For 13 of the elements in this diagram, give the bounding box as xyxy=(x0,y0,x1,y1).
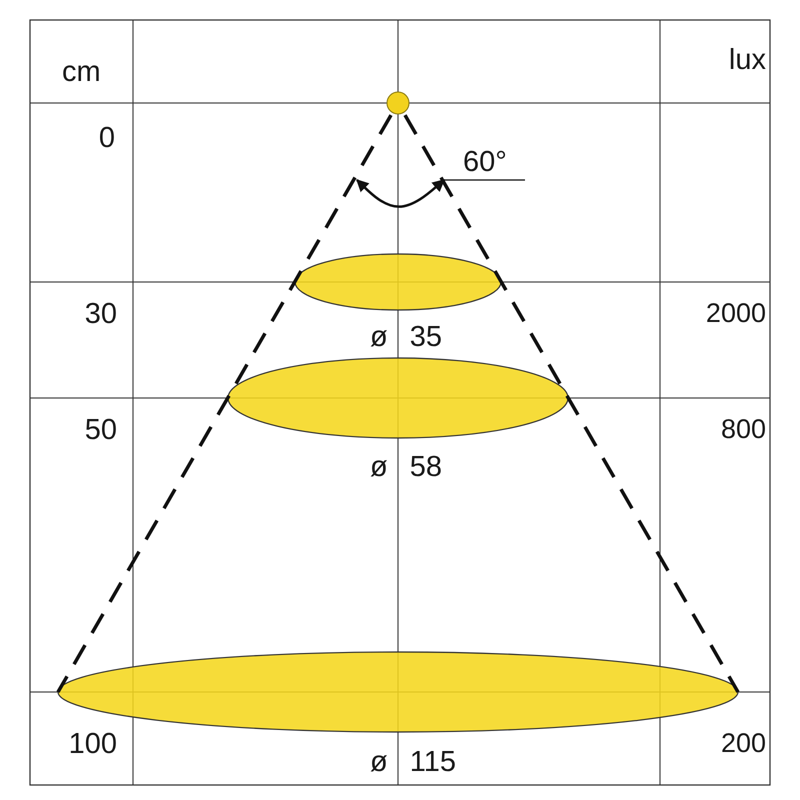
unit-label: cm xyxy=(62,58,101,87)
distance-value: 30 xyxy=(84,300,117,329)
diameter-value: ø 58 xyxy=(370,453,442,482)
distance-value: 100 xyxy=(68,730,117,759)
diameter-value: ø 35 xyxy=(370,323,442,352)
unit-label: lux xyxy=(728,46,766,75)
illuminance-value: 800 xyxy=(720,416,766,443)
distance-value: 50 xyxy=(84,416,117,445)
angle-value: 60° xyxy=(463,148,507,177)
illuminance-value: 200 xyxy=(720,730,766,757)
illuminance-value: 2000 xyxy=(706,300,766,327)
diameter-value: ø 115 xyxy=(370,748,456,777)
distance-value: 0 xyxy=(98,124,115,153)
